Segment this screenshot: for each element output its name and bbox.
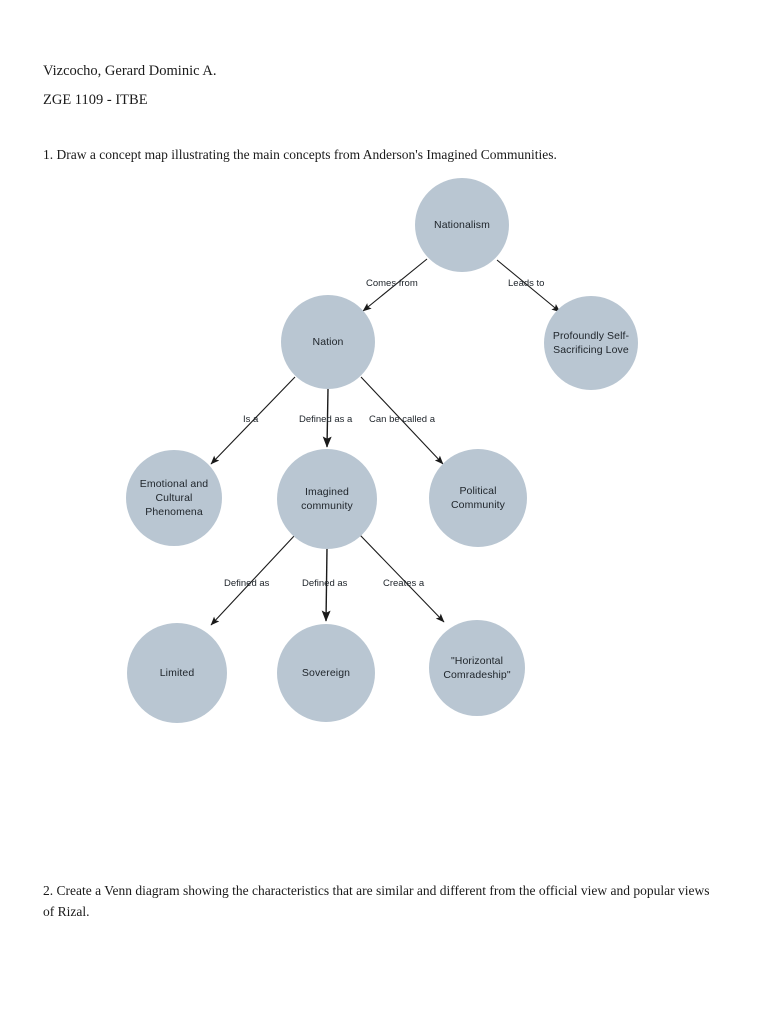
edge-label-can-be-called-a: Can be called a — [369, 414, 436, 425]
node-emotional-and-cultural-phenomena[interactable]: Emotional and Cultural Phenomena — [126, 450, 222, 546]
edge-label-defined-as-sovereign: Defined as — [302, 578, 348, 589]
node-imagined-community[interactable]: Imagined community — [277, 449, 377, 549]
edge-label-leads-to: Leads to — [508, 278, 545, 289]
edge-label-is-a: Is a — [243, 414, 259, 425]
node-nationalism-label: Nationalism — [434, 219, 490, 231]
node-limited[interactable]: Limited — [127, 623, 227, 723]
node-profoundly-self-sacrificing-love-label: Profoundly Self-Sacrificing Love — [552, 330, 630, 356]
node-nation-label: Nation — [312, 336, 344, 348]
edge-label-defined-as-limited: Defined as — [224, 578, 270, 589]
question-1-text: 1. Draw a concept map illustrating the m… — [43, 147, 557, 162]
document-header: Vizcocho, Gerard Dominic A. ZGE 1109 - I… — [43, 57, 703, 115]
edge-label-creates-a: Creates a — [383, 578, 425, 589]
edge-label-defined-as-a: Defined as a — [299, 414, 353, 425]
edge-label-comes-from: Comes from — [366, 278, 418, 289]
node-profoundly-self-sacrificing-love[interactable]: Profoundly Self-Sacrificing Love — [544, 296, 638, 390]
student-name: Vizcocho, Gerard Dominic A. — [43, 63, 217, 79]
node-political-community-label: Political Community — [451, 485, 505, 511]
node-limited-label: Limited — [159, 667, 195, 679]
node-political-community[interactable]: Political Community — [429, 449, 527, 547]
node-sovereign-label: Sovereign — [301, 667, 351, 679]
course-code: ZGE 1109 - ITBE — [43, 92, 148, 108]
node-emotional-and-cultural-phenomena-label: Emotional and Cultural Phenomena — [139, 478, 209, 518]
node-imagined-community-label: Imagined community — [301, 486, 353, 512]
node-horizontal-comradeship[interactable]: "Horizontal Comradeship" — [429, 620, 525, 716]
node-horizontal-comradeship-label: "Horizontal Comradeship" — [443, 655, 511, 681]
node-sovereign[interactable]: Sovereign — [277, 624, 375, 722]
node-nation[interactable]: Nation — [281, 295, 375, 389]
node-nationalism[interactable]: Nationalism — [415, 178, 509, 272]
question-2-text: 2. Create a Venn diagram showing the cha… — [43, 883, 710, 919]
